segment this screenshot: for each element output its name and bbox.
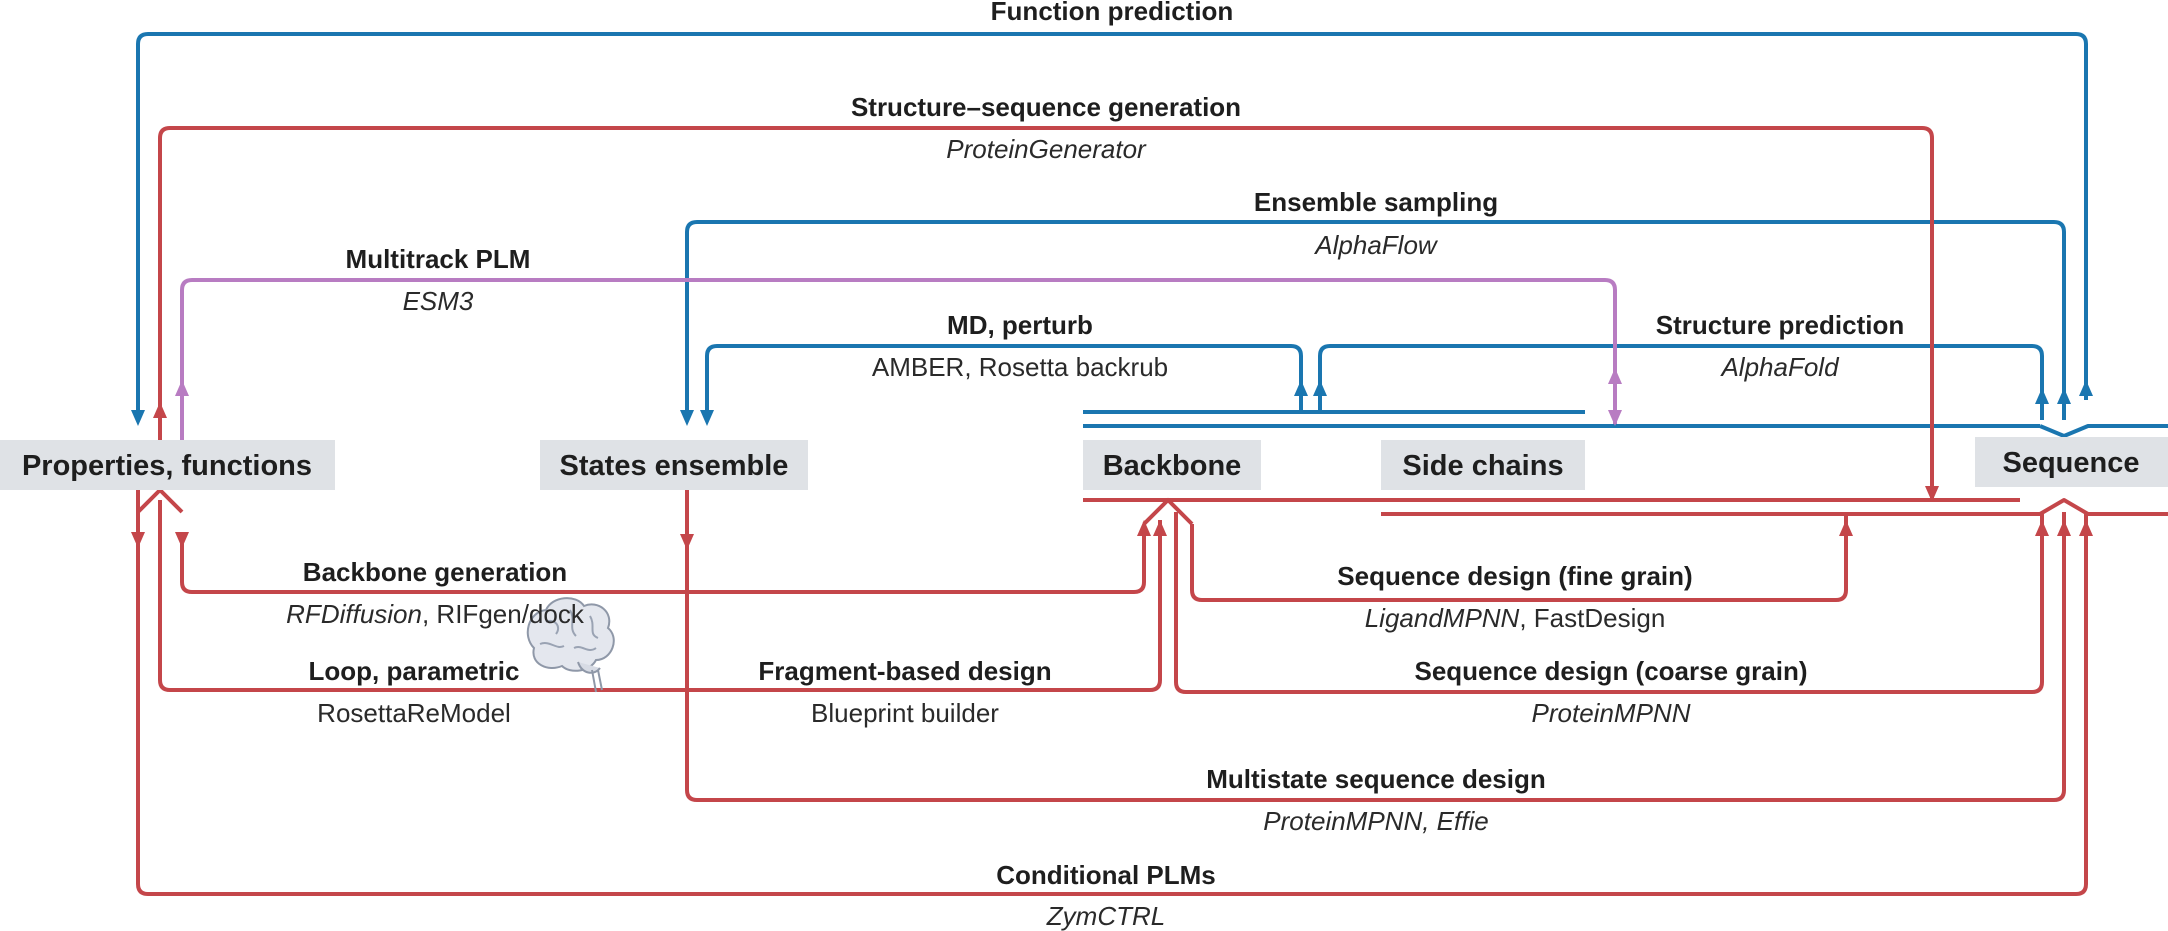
conditional-plms-line	[136, 490, 2088, 896]
structure-prediction-title: Structure prediction	[1656, 310, 1904, 340]
ensemble-sampling-title: Ensemble sampling	[1254, 187, 1498, 217]
node-states: States ensemble	[540, 440, 808, 490]
backbone-converge-v	[1142, 498, 1194, 526]
backbone-generation-tool: RFDiffusion, RIFgen/dock	[286, 599, 585, 629]
multistate-arrow-up	[2057, 520, 2071, 536]
ensemble-sampling-arrowhead	[680, 410, 694, 426]
conditional-plms-tool: ZymCTRL	[1046, 901, 1165, 931]
multistate-arrow-down	[680, 534, 694, 550]
fragment-based-title: Fragment-based design	[758, 656, 1051, 686]
md-perturb-arrow-tail	[1294, 380, 1308, 396]
function-prediction-line	[136, 32, 2088, 412]
sequence-design-coarse-line	[1174, 512, 2044, 694]
structure-sequence-title: Structure–sequence generation	[851, 92, 1241, 122]
md-perturb-title: MD, perturb	[947, 310, 1093, 340]
sequence-design-fine-arrow	[1839, 520, 1853, 536]
backbone-generation-title: Backbone generation	[303, 557, 567, 587]
structure-prediction-line	[1318, 344, 2044, 420]
node-sequence-box	[1975, 437, 2168, 487]
sequence-design-fine-line	[1190, 516, 1848, 602]
ensemble-sampling-tool: AlphaFlow	[1313, 230, 1439, 260]
node-states-label: States ensemble	[560, 450, 789, 482]
structure-sequence-arrow-up	[153, 402, 167, 418]
structure-prediction-arrow-tail-2	[2035, 388, 2049, 404]
sequence-design-coarse-arrow	[2035, 520, 2049, 536]
node-sidechains-label: Side chains	[1402, 450, 1563, 482]
multitrack-plm-tool: ESM3	[403, 286, 474, 316]
brain-icon	[526, 597, 615, 693]
node-properties-label: Properties, functions	[22, 450, 312, 482]
conditional-plms-arrow-prop-down	[131, 532, 145, 548]
backbone-generation-arrow-prop	[175, 532, 189, 548]
node-sidechains: Side chains	[1381, 440, 1585, 490]
sequence-design-fine-title: Sequence design (fine grain)	[1337, 561, 1692, 591]
multistate-line	[685, 490, 2066, 802]
backbone-generation-line	[180, 530, 1146, 594]
node-states-box	[540, 440, 808, 490]
node-backbone-box	[1083, 440, 1261, 490]
backbone-generation-arrow-up	[1137, 520, 1151, 536]
sequence-bottom-converge	[2038, 498, 2110, 516]
ensemble-sampling-arrow-tail	[2057, 388, 2071, 404]
blue-connectors	[131, 32, 2168, 438]
multitrack-plm-line	[180, 278, 1617, 440]
structure-sequence-line	[158, 126, 1934, 500]
structure-sequence-arrow-down	[1925, 486, 1939, 502]
fragment-based-tool: Blueprint builder	[811, 698, 999, 728]
multistate-tool: ProteinMPNN, Effie	[1263, 806, 1488, 836]
node-properties-box	[0, 440, 335, 490]
node-sequence-label: Sequence	[2003, 447, 2140, 479]
sequence-design-coarse-title: Sequence design (coarse grain)	[1414, 656, 1807, 686]
sequence-converge-v	[2039, 424, 2110, 438]
node-backbone-label: Backbone	[1103, 450, 1242, 482]
structure-sequence-tool: ProteinGenerator	[946, 134, 1147, 164]
node-backbone: Backbone	[1083, 440, 1261, 490]
multitrack-plm-title: Multitrack PLM	[346, 244, 531, 274]
sequence-design-coarse-tool: ProteinMPNN	[1532, 698, 1691, 728]
sequence-design-fine-tool: LigandMPNN, FastDesign	[1365, 603, 1666, 633]
multitrack-plm-arrow-up	[175, 380, 189, 396]
loop-parametric-title: Loop, parametric	[309, 656, 520, 686]
edge-labels: Function prediction Structure–sequence g…	[286, 0, 1904, 931]
loop-fragment-line	[158, 500, 1162, 692]
node-properties: Properties, functions	[0, 440, 335, 490]
structure-prediction-tool: AlphaFold	[1719, 352, 1840, 382]
fragment-arrow-up	[1153, 520, 1167, 536]
function-prediction-title: Function prediction	[991, 0, 1234, 26]
multitrack-plm-arrow-seq-up	[1608, 368, 1622, 384]
node-sidechains-box	[1381, 440, 1585, 490]
conditional-plms-title: Conditional PLMs	[996, 860, 1216, 890]
multitrack-plm-arrow-down	[1608, 410, 1622, 426]
loop-parametric-tool: RosettaReModel	[317, 698, 511, 728]
md-perturb-line	[705, 344, 1303, 412]
node-sequence: Sequence	[1975, 437, 2168, 487]
conditional-plms-arrow-up	[2079, 520, 2093, 536]
purple-connectors	[175, 278, 1622, 440]
red-connectors	[131, 126, 2168, 896]
structure-prediction-arrow-tail-1	[1313, 380, 1327, 396]
md-perturb-arrowhead	[700, 410, 714, 426]
md-perturb-tool: AMBER, Rosetta backrub	[872, 352, 1168, 382]
ensemble-sampling-line	[685, 220, 2066, 420]
function-prediction-arrowhead	[131, 410, 145, 426]
function-prediction-arrow-tail	[2079, 380, 2093, 396]
multistate-title: Multistate sequence design	[1206, 764, 1546, 794]
